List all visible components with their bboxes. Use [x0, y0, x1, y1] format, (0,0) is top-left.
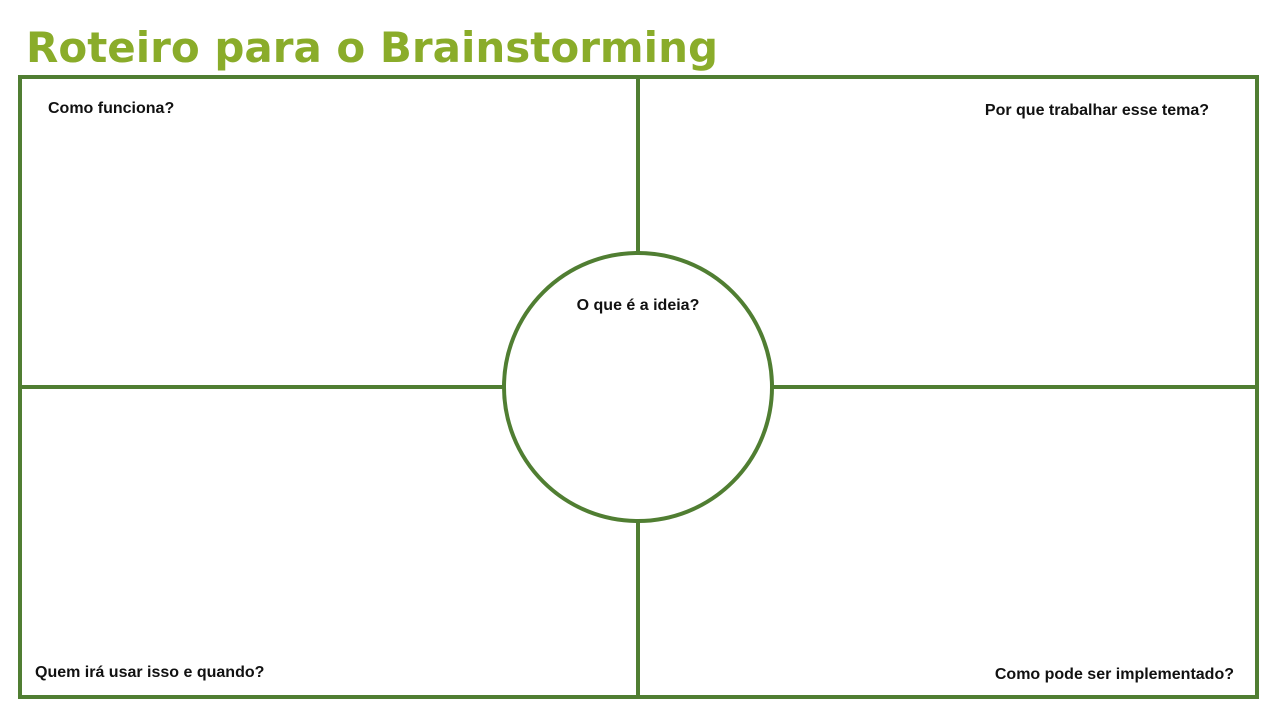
center-circle [502, 251, 774, 523]
quadrant-label-quem-ira-usar: Quem irá usar isso e quando? [35, 664, 265, 681]
page-title: Roteiro para o Brainstorming [26, 23, 719, 72]
center-label-ideia: O que é a ideia? [576, 297, 700, 314]
quadrant-label-como-funciona: Como funciona? [48, 100, 175, 117]
quadrant-label-por-que: Por que trabalhar esse tema? [984, 102, 1209, 119]
quadrant-label-como-implementar: Como pode ser implementado? [994, 666, 1234, 683]
